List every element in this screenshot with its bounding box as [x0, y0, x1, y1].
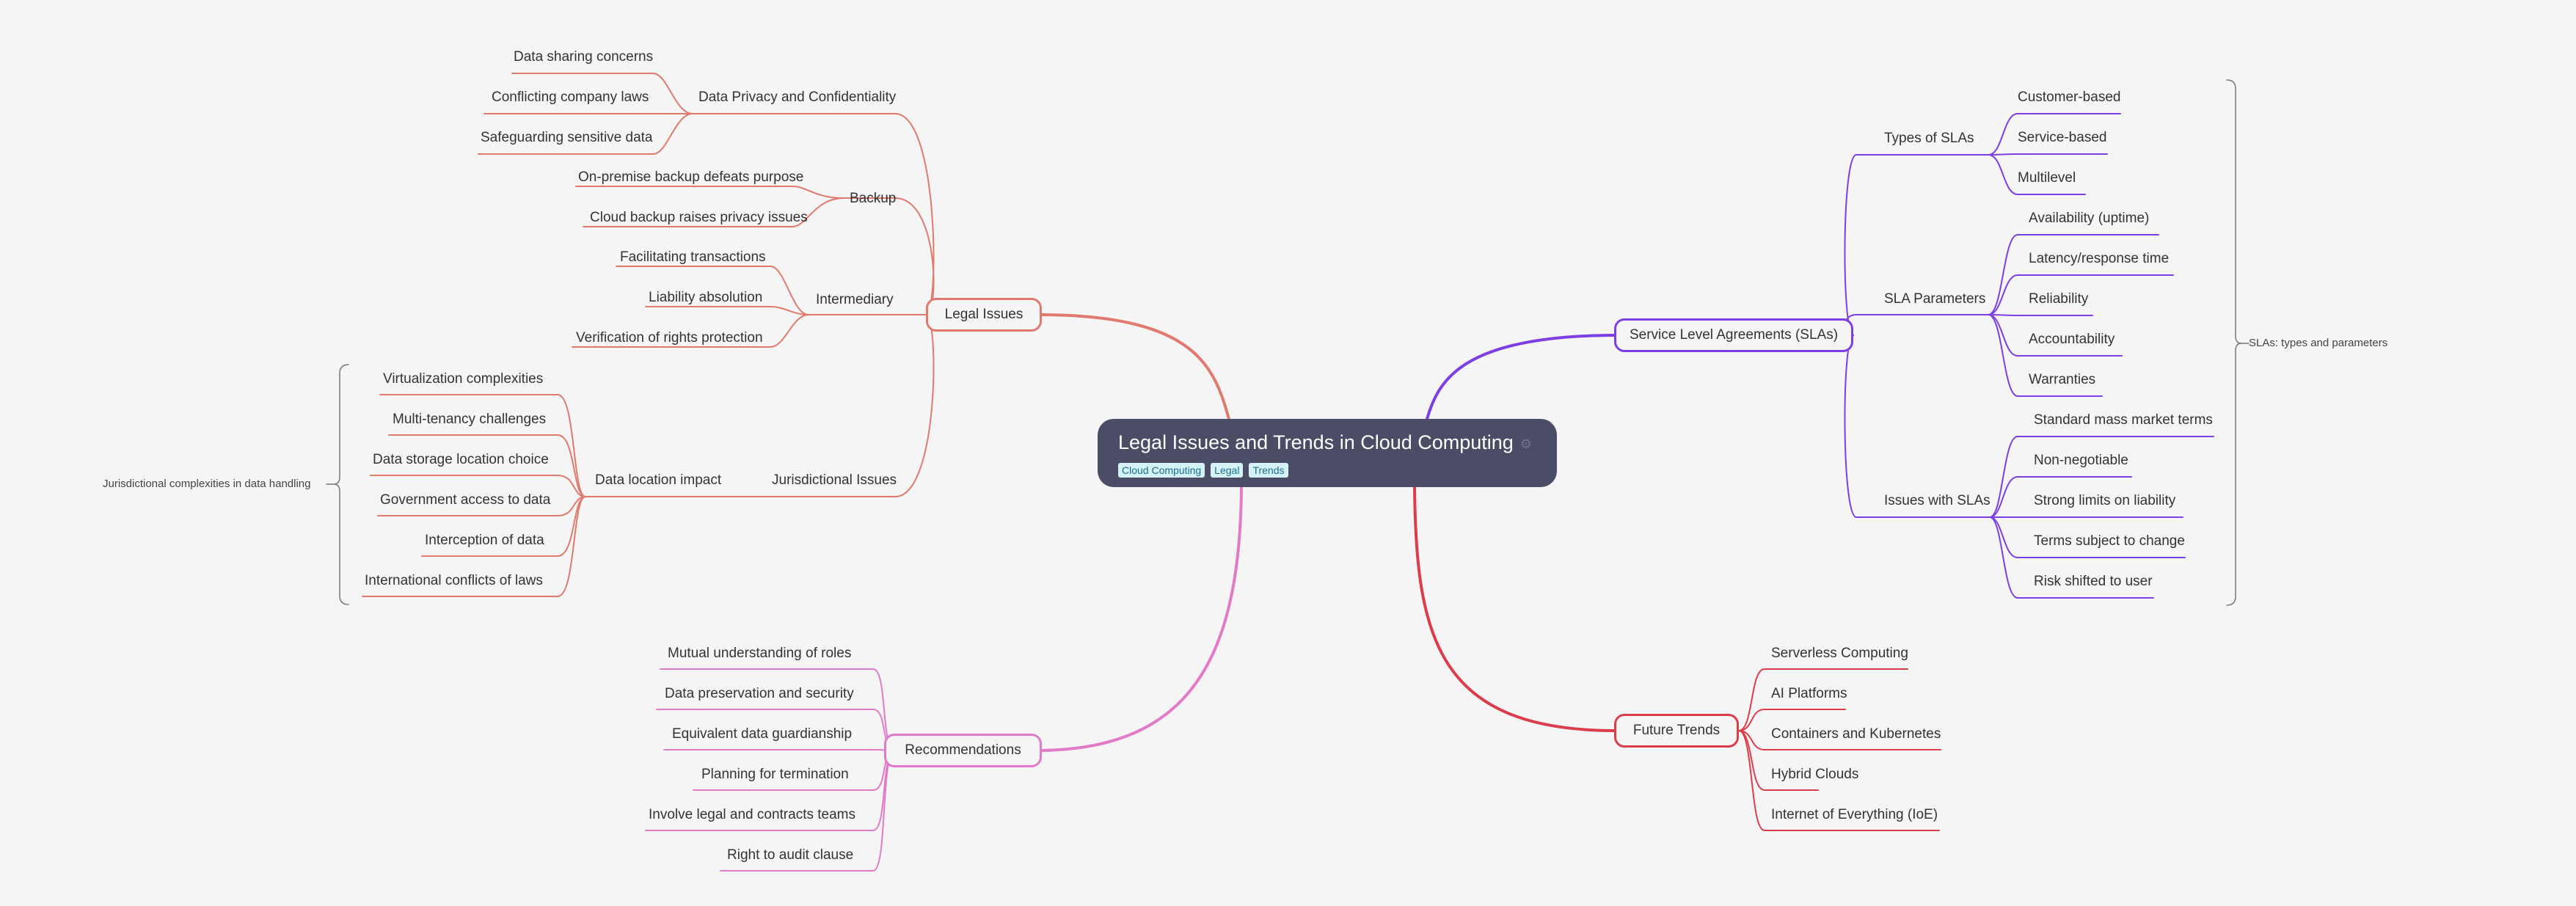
leaf-item[interactable]: Accountability [2029, 332, 2115, 347]
leaf-item[interactable]: AI Platforms [1771, 686, 1847, 701]
node-jurisdictional-issues[interactable]: Jurisdictional Issues [772, 472, 897, 488]
leaf-item[interactable]: Data storage location choice [373, 452, 549, 467]
leaf-item[interactable]: Containers and Kubernetes [1771, 726, 1941, 742]
node-types-of-slas[interactable]: Types of SLAs [1884, 131, 1974, 146]
leaf-item[interactable]: Multilevel [2018, 170, 2076, 186]
root-node[interactable]: Legal Issues and Trends in Cloud Computi… [1098, 419, 1557, 487]
node-backup[interactable]: Backup [850, 191, 897, 206]
leaf-item[interactable]: Equivalent data guardianship [672, 726, 853, 742]
branch-label: Legal Issues [944, 307, 1024, 322]
leaf-item[interactable]: Reliability [2029, 291, 2089, 307]
leaf-item[interactable]: Mutual understanding of roles [668, 646, 852, 661]
summary-jurisdiction[interactable]: Jurisdictional complexities in data hand… [103, 478, 311, 490]
branch-recommendations[interactable]: Recommendations [884, 734, 1042, 767]
node-sla-parameters[interactable]: SLA Parameters [1884, 291, 1986, 307]
branch-label: Service Level Agreements (SLAs) [1629, 327, 1839, 343]
branch-sla[interactable]: Service Level Agreements (SLAs) [1614, 318, 1853, 352]
branch-label: Recommendations [905, 742, 1021, 758]
leaf-item[interactable]: Involve legal and contracts teams [649, 807, 855, 822]
leaf-item[interactable]: Cloud backup raises privacy issues [590, 210, 808, 225]
leaf-item[interactable]: Internet of Everything (IoE) [1771, 807, 1938, 822]
node-intermediary[interactable]: Intermediary [816, 292, 894, 307]
branch-legal-issues[interactable]: Legal Issues [926, 298, 1042, 332]
branch-label: Future Trends [1632, 723, 1721, 738]
root-title: Legal Issues and Trends in Cloud Computi… [1118, 431, 1514, 453]
leaf-item[interactable]: Liability absolution [649, 290, 763, 305]
node-data-location[interactable]: Data location impact [595, 472, 722, 488]
leaf-item[interactable]: Right to audit clause [727, 847, 854, 863]
leaf-item[interactable]: Latency/response time [2029, 251, 2170, 266]
tag-legal[interactable]: Legal [1211, 463, 1244, 478]
leaf-item[interactable]: Safeguarding sensitive data [481, 130, 653, 145]
leaf-item[interactable]: Interception of data [425, 533, 544, 548]
summary-sla[interactable]: SLAs: types and parameters [2249, 337, 2388, 349]
leaf-item[interactable]: Facilitating transactions [620, 249, 766, 265]
leaf-item[interactable]: Planning for termination [701, 767, 849, 782]
leaf-item[interactable]: Hybrid Clouds [1771, 767, 1859, 782]
leaf-item[interactable]: Non-negotiable [2034, 453, 2128, 468]
leaf-item[interactable]: Warranties [2029, 372, 2096, 387]
branch-future-trends[interactable]: Future Trends [1614, 714, 1739, 748]
leaf-item[interactable]: Standard mass market terms [2034, 412, 2213, 428]
leaf-item[interactable]: Strong limits on liability [2034, 493, 2176, 508]
node-issues-with-slas[interactable]: Issues with SLAs [1884, 493, 1991, 508]
leaf-item[interactable]: Terms subject to change [2034, 533, 2185, 549]
leaf-item[interactable]: Customer-based [2018, 89, 2121, 105]
leaf-item[interactable]: On-premise backup defeats purpose [578, 169, 804, 185]
leaf-item[interactable]: Serverless Computing [1771, 646, 1908, 661]
tag-list: Cloud Computing Legal Trends [1118, 463, 1536, 478]
node-data-privacy[interactable]: Data Privacy and Confidentiality [698, 89, 897, 105]
tag-cloud-computing[interactable]: Cloud Computing [1118, 463, 1205, 478]
leaf-item[interactable]: Service-based [2018, 130, 2107, 145]
leaf-item[interactable]: Risk shifted to user [2034, 574, 2153, 589]
leaf-item[interactable]: Conflicting company laws [492, 89, 649, 105]
leaf-item[interactable]: Virtualization complexities [383, 371, 544, 387]
leaf-item[interactable]: Availability (uptime) [2029, 211, 2150, 226]
gear-icon[interactable]: ⚙ [1519, 436, 1532, 451]
leaf-item[interactable]: Verification of rights protection [576, 330, 763, 346]
leaf-item[interactable]: International conflicts of laws [365, 573, 543, 588]
leaf-item[interactable]: Government access to data [380, 492, 551, 508]
leaf-item[interactable]: Data sharing concerns [514, 49, 654, 65]
tag-trends[interactable]: Trends [1249, 463, 1288, 478]
leaf-item[interactable]: Data preservation and security [665, 686, 854, 701]
leaf-item[interactable]: Multi-tenancy challenges [393, 412, 547, 427]
